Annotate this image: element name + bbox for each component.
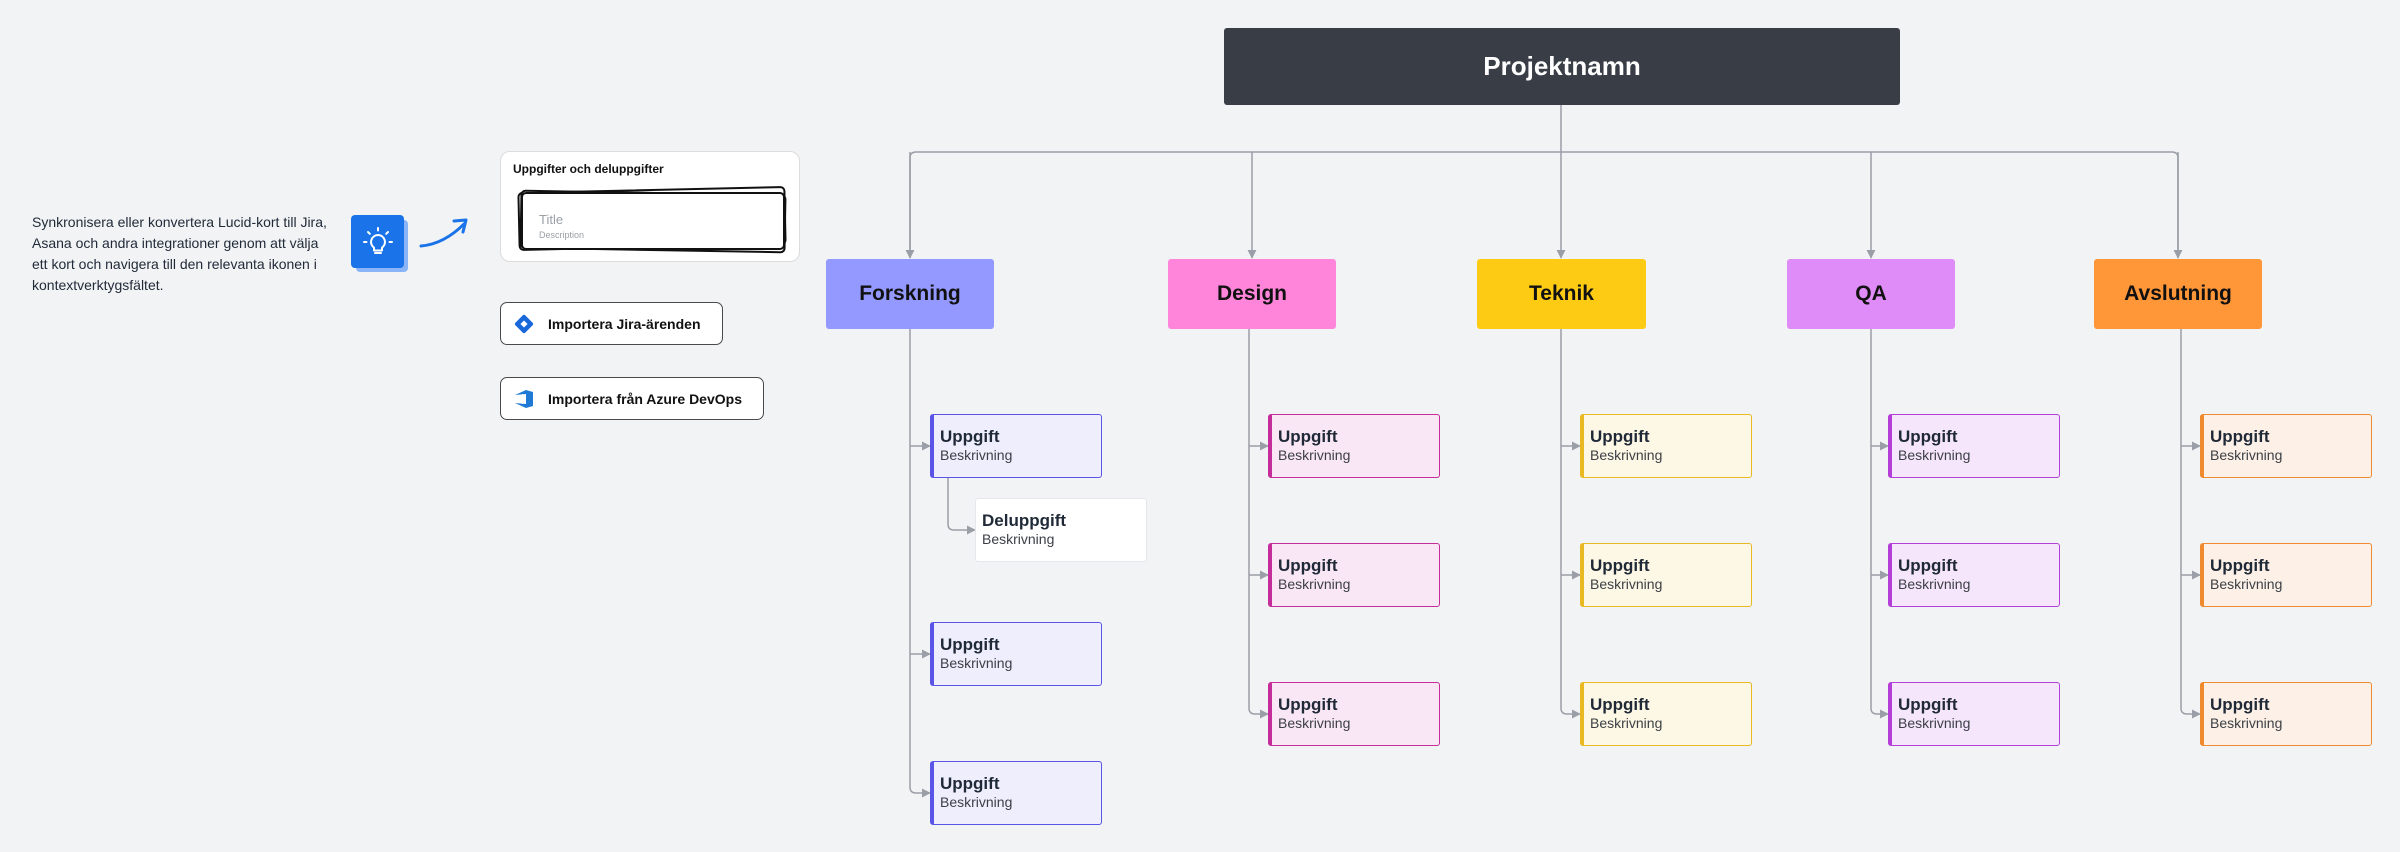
task-description: Beskrivning [1278, 576, 1351, 592]
import-jira-label: Importera Jira-ärenden [548, 315, 701, 332]
task-card-qa-1[interactable]: Uppgift Beskrivning [1888, 414, 2060, 478]
task-card-qa-3[interactable]: Uppgift Beskrivning [1888, 682, 2060, 746]
task-title: Uppgift [940, 774, 1000, 793]
spine-avslutning [2180, 329, 2201, 719]
task-description: Beskrivning [1278, 715, 1351, 731]
task-card-teknik-3[interactable]: Uppgift Beskrivning [1580, 682, 1752, 746]
task-card-teknik-1[interactable]: Uppgift Beskrivning [1580, 414, 1752, 478]
task-description: Beskrivning [1590, 715, 1663, 731]
task-description: Beskrivning [1590, 576, 1663, 592]
phase-node-forskning[interactable]: Forskning [826, 259, 994, 329]
task-description: Beskrivning [1898, 447, 1971, 463]
task-title: Uppgift [2210, 695, 2270, 714]
spine-forskning [909, 329, 931, 798]
spine-qa [1870, 329, 1889, 719]
task-card-design-3[interactable]: Uppgift Beskrivning [1268, 682, 1440, 746]
subtask-connector [947, 478, 976, 535]
task-title: Uppgift [2210, 427, 2270, 446]
task-card-avslutning-1[interactable]: Uppgift Beskrivning [2200, 414, 2372, 478]
task-title: Uppgift [1278, 427, 1338, 446]
task-title: Uppgift [2210, 556, 2270, 575]
phase-node-avslutning[interactable]: Avslutning [2094, 259, 2262, 329]
task-description: Beskrivning [2210, 447, 2283, 463]
task-description: Beskrivning [1278, 447, 1351, 463]
task-description: Beskrivning [1590, 447, 1663, 463]
task-description: Beskrivning [2210, 576, 2283, 592]
task-card-forskning-1[interactable]: Uppgift Beskrivning [930, 414, 1102, 478]
panel-title: Uppgifter och deluppgifter [513, 162, 664, 176]
spine-design [1248, 329, 1269, 719]
phase-node-qa[interactable]: QA [1787, 259, 1955, 329]
task-title: Uppgift [940, 427, 1000, 446]
task-title: Uppgift [1898, 427, 1958, 446]
task-title: Uppgift [1590, 695, 1650, 714]
project-root-node[interactable]: Projektnamn [1224, 28, 1900, 105]
azure-devops-icon [513, 388, 535, 410]
lightbulb-icon[interactable] [351, 215, 404, 268]
task-title: Uppgift [1590, 427, 1650, 446]
task-card-forskning-2[interactable]: Uppgift Beskrivning [930, 622, 1102, 686]
pointer-arrow-icon [419, 218, 468, 248]
subtask-title: Deluppgift [982, 511, 1067, 530]
subtask-description: Beskrivning [982, 531, 1055, 547]
task-title: Uppgift [1590, 556, 1650, 575]
phase-node-design[interactable]: Design [1168, 259, 1336, 329]
task-description: Beskrivning [940, 794, 1013, 810]
task-card-forskning-3[interactable]: Uppgift Beskrivning [930, 761, 1102, 825]
subtask-card-forskning[interactable]: Deluppgift Beskrivning [975, 498, 1147, 562]
import-azure-label: Importera från Azure DevOps [548, 390, 742, 407]
task-title: Uppgift [1278, 695, 1338, 714]
task-description: Beskrivning [940, 447, 1013, 463]
phase-bus-line [909, 151, 2179, 258]
task-card-qa-2[interactable]: Uppgift Beskrivning [1888, 543, 2060, 607]
task-title: Uppgift [1898, 556, 1958, 575]
tip-text: Synkronisera eller konvertera Lucid-kort… [32, 214, 327, 293]
task-description: Beskrivning [1898, 715, 1971, 731]
task-card-design-2[interactable]: Uppgift Beskrivning [1268, 543, 1440, 607]
card-description-placeholder: Description [539, 230, 585, 240]
import-jira-button[interactable]: Importera Jira-ärenden [500, 302, 723, 345]
phase-node-teknik[interactable]: Teknik [1477, 259, 1646, 329]
task-card-avslutning-2[interactable]: Uppgift Beskrivning [2200, 543, 2372, 607]
spine-teknik [1560, 329, 1581, 719]
task-description: Beskrivning [1898, 576, 1971, 592]
task-card-design-1[interactable]: Uppgift Beskrivning [1268, 414, 1440, 478]
task-card-avslutning-3[interactable]: Uppgift Beskrivning [2200, 682, 2372, 746]
task-card-teknik-2[interactable]: Uppgift Beskrivning [1580, 543, 1752, 607]
tasks-template-panel[interactable]: Uppgifter och deluppgifter Title Descrip… [500, 151, 800, 262]
task-description: Beskrivning [2210, 715, 2283, 731]
import-azure-button[interactable]: Importera från Azure DevOps [500, 377, 764, 420]
card-stack-front[interactable]: Title Description [521, 192, 785, 250]
task-title: Uppgift [1278, 556, 1338, 575]
task-description: Beskrivning [940, 655, 1013, 671]
jira-icon [513, 313, 535, 335]
card-title-placeholder: Title [539, 212, 564, 227]
task-title: Uppgift [940, 635, 1000, 654]
task-title: Uppgift [1898, 695, 1958, 714]
